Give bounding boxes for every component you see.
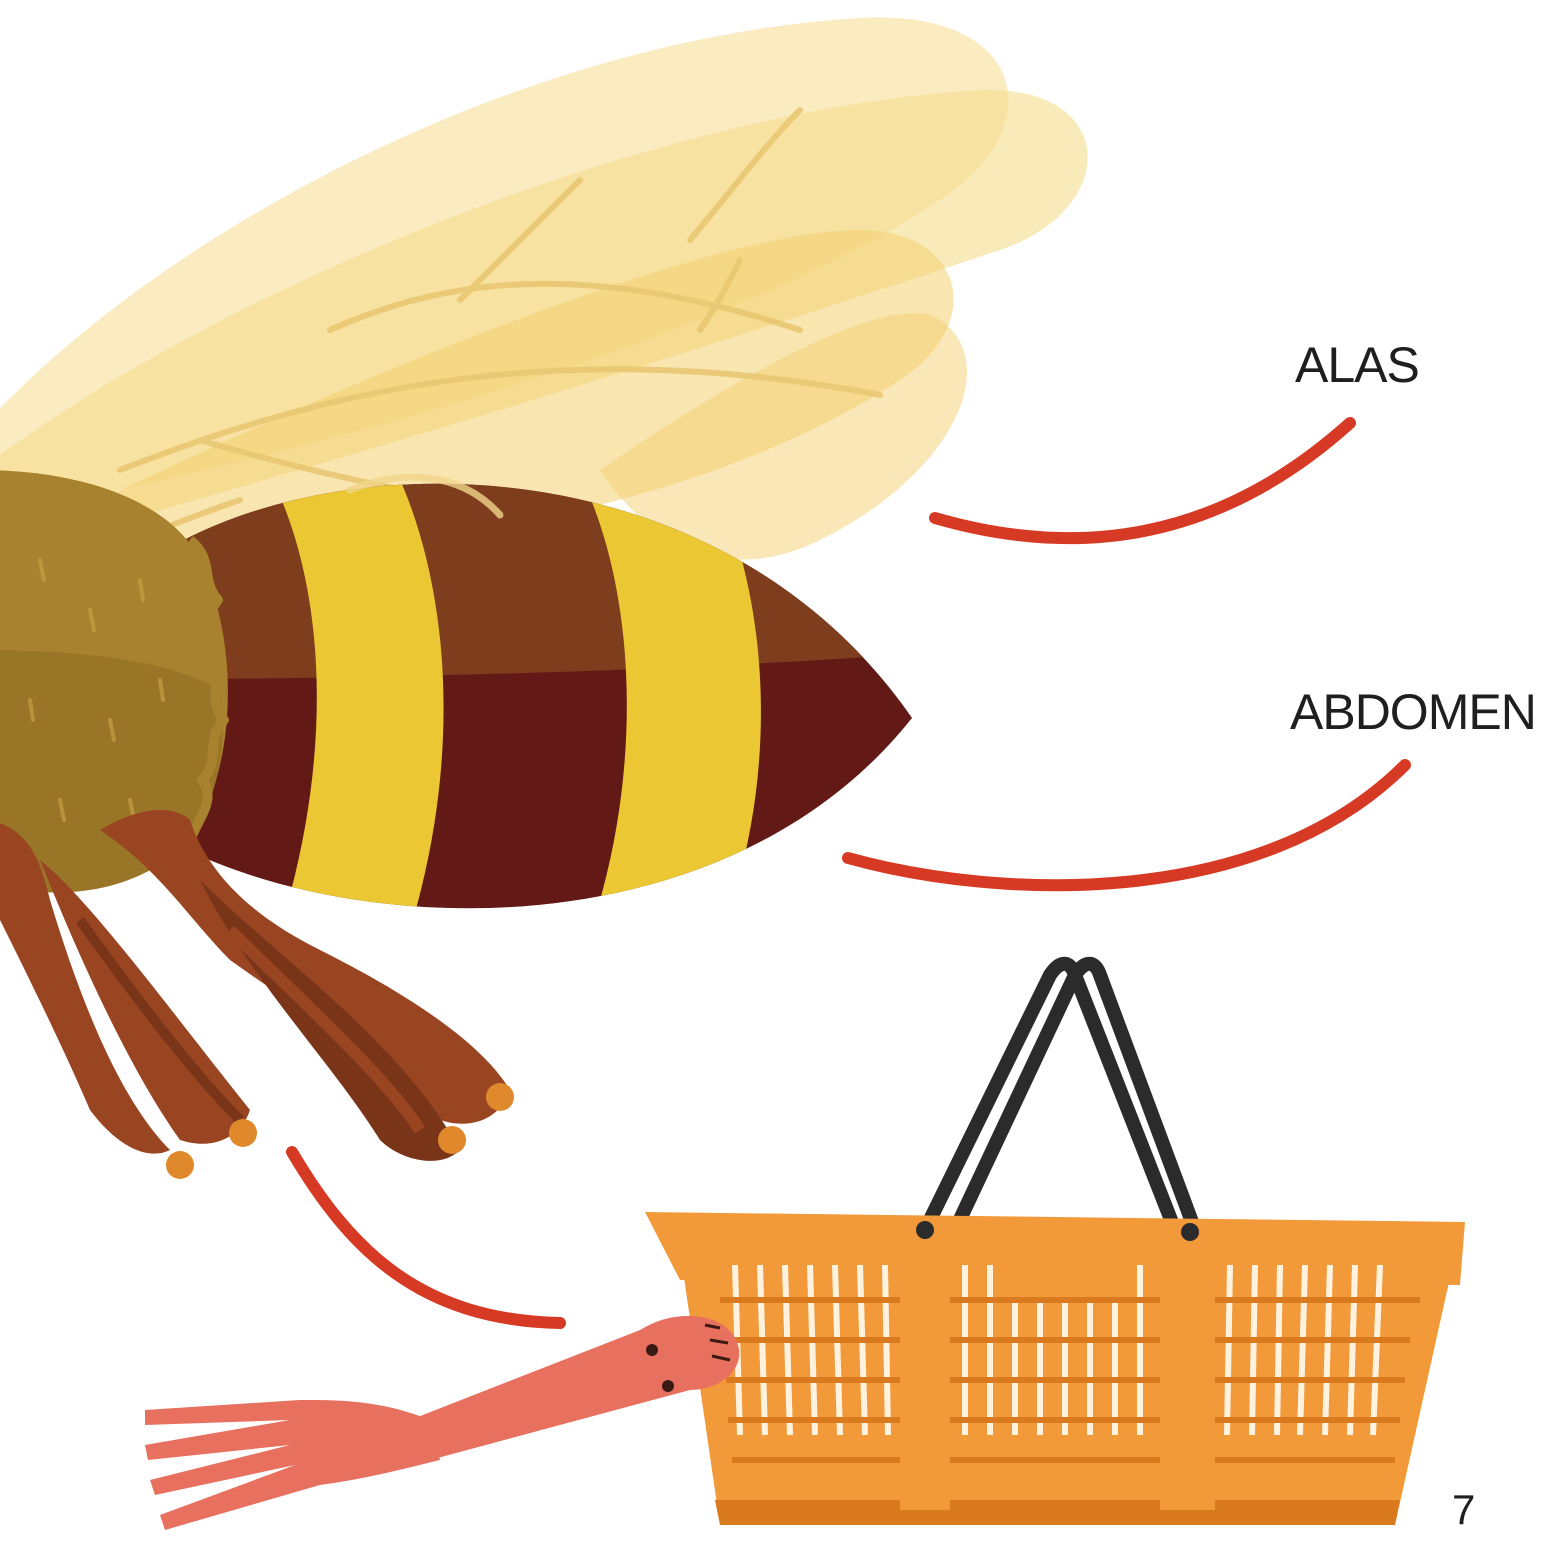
fork-handle bbox=[410, 1316, 739, 1460]
foot-3 bbox=[438, 1126, 466, 1154]
fork-head bbox=[145, 1400, 440, 1530]
foot-2 bbox=[229, 1119, 257, 1147]
pointer-line-wings bbox=[935, 423, 1350, 538]
toy-fork-photo bbox=[145, 1316, 739, 1530]
shopping-basket-photo bbox=[645, 964, 1465, 1525]
foot-1 bbox=[166, 1151, 194, 1179]
wings-label: ALAS bbox=[1295, 336, 1419, 394]
pointer-line-legs bbox=[292, 1152, 560, 1323]
page-number: 7 bbox=[1452, 1486, 1475, 1534]
abdomen-label: ABDOMEN bbox=[1290, 683, 1536, 741]
wings bbox=[0, 17, 1088, 560]
pointer-line-abdomen bbox=[848, 765, 1405, 885]
foot-4 bbox=[486, 1083, 514, 1111]
basket-handles bbox=[925, 964, 1195, 1230]
